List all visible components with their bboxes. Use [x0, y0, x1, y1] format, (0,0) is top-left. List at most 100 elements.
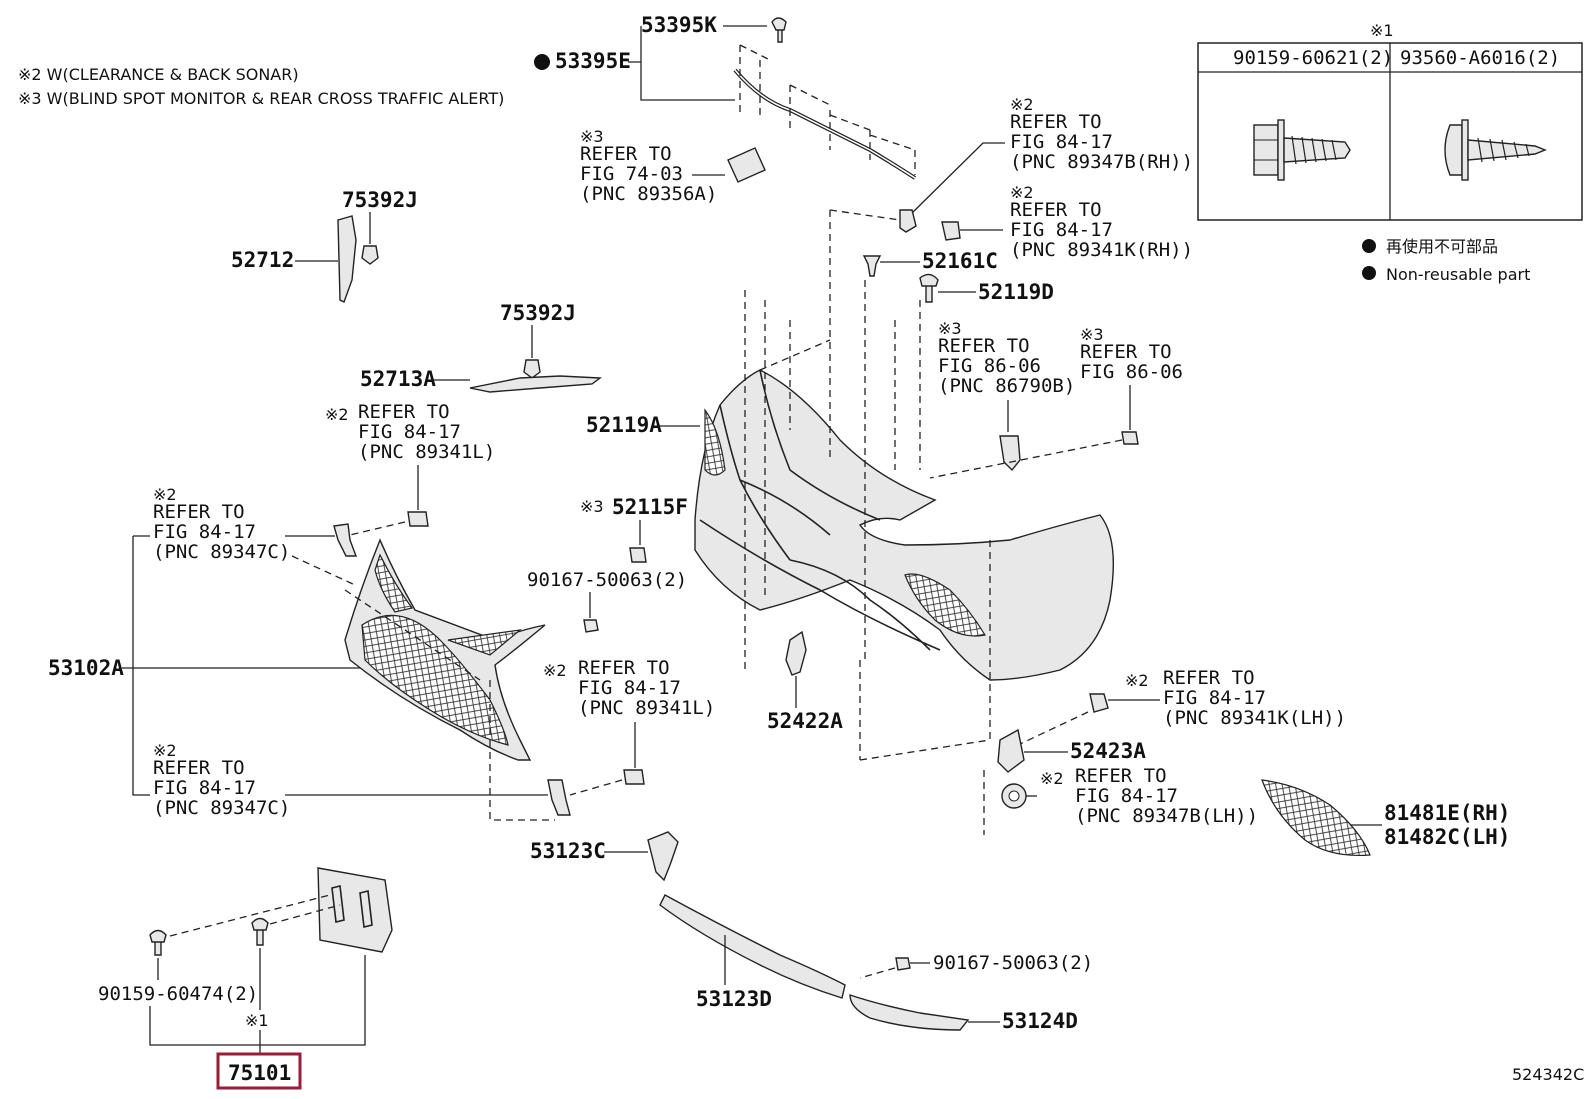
garnish-end-icon [647, 831, 679, 882]
label-75392J-upper: 75392J [342, 188, 418, 212]
clip-icon [523, 359, 541, 379]
ref-fig-74-03: ※3 REFER TO FIG 74-03 (PNC 89356A) [580, 127, 766, 205]
ref-mark: ※2 [1040, 769, 1064, 788]
ref-mark: ※3 [938, 319, 962, 338]
ref-89341K-LH: ※2 REFER TO FIG 84-17 (PNC 89341K(LH)) [1017, 667, 1346, 746]
sensor-icon [1089, 693, 1109, 713]
legend-jp: 再使用不可部品 [1386, 237, 1498, 256]
label-81481E: 81481E(RH) [1384, 801, 1510, 825]
table-col2-header: 93560-A6016(2) [1400, 47, 1560, 69]
ref-89341L-upper: ※2 REFER TO FIG 84-17 (PNC 89341L) [325, 401, 495, 536]
part-52115F: ※3 52115F [580, 495, 688, 563]
label-90159: 90159-60474(2) [98, 983, 258, 1005]
part-52161C-52119D: 52161C 52119D [862, 249, 1054, 304]
ref-89347B-LH: ※2 REFER TO FIG 84-17 (PNC 89347B(LH)) [983, 765, 1258, 835]
part-90167-upper: 90167-50063(2) [527, 569, 687, 633]
label-53123D: 53123D [696, 987, 772, 1011]
part-52119A: 52119A [586, 209, 1114, 761]
table-mark: ※1 [1370, 21, 1394, 40]
ref-mark: ※3 [580, 127, 604, 146]
ref-mark: ※3 [1080, 325, 1104, 344]
screw-icon [919, 273, 939, 303]
table-col1-header: 90159-60621(2) [1233, 47, 1393, 69]
clip-icon [361, 245, 379, 265]
label-52119D: 52119D [978, 280, 1054, 304]
label-53124D: 53124D [1002, 1009, 1078, 1033]
ref-line: FIG 84-17 [1010, 131, 1113, 153]
part-90167-lower: 90167-50063(2) [859, 952, 1093, 979]
ref-mark: ※2 [543, 661, 567, 680]
part-52422A: 52422A [767, 630, 843, 733]
ref-line: (PNC 89347C) [153, 797, 290, 819]
ref-line: (PNC 89341K(LH)) [1163, 707, 1346, 729]
ref-line: (PNC 89341L) [358, 441, 495, 463]
ref-89341L-lower: ※2 REFER TO FIG 84-17 (PNC 89341L) [543, 657, 715, 796]
tapping-screw-icon [1444, 119, 1547, 181]
screw-icon [583, 619, 599, 633]
label-53395E: 53395E [555, 49, 631, 73]
ref-line: FIG 84-17 [1010, 219, 1113, 241]
legend: 再使用不可部品 Non-reusable part [1362, 237, 1530, 284]
screw-icon [895, 957, 911, 971]
part-53395: 53395K 53395E [534, 13, 917, 180]
part-52712: 75392J 52712 [231, 188, 418, 303]
sensor-bracket-icon [547, 779, 571, 816]
legend-en: Non-reusable part [1386, 265, 1530, 284]
ref-line: REFER TO [938, 335, 1030, 357]
ref-line: FIG 84-17 [153, 777, 256, 799]
ref-line: REFER TO [580, 143, 672, 165]
ref-mark: ※2 [1010, 183, 1034, 202]
clip-icon [862, 255, 882, 277]
label-52115F: 52115F [612, 495, 688, 519]
ref-86790B: ※3 REFER TO FIG 86-06 (PNC 86790B) [938, 319, 1075, 472]
sensor-bracket-icon [333, 523, 358, 557]
ref-line: REFER TO [1010, 111, 1102, 133]
label-75392J-lower: 75392J [500, 301, 576, 325]
label-90167-lower: 90167-50063(2) [933, 952, 1093, 974]
label-53123C: 53123C [530, 839, 606, 863]
label-90167-upper: 90167-50063(2) [527, 569, 687, 591]
bracket-icon [997, 728, 1025, 773]
ref-line: FIG 84-17 [153, 521, 256, 543]
ref-line: (PNC 89341L) [578, 697, 715, 719]
label-81482C: 81482C(LH) [1384, 825, 1510, 849]
ref-fig-86-06: ※3 REFER TO FIG 86-06 [929, 325, 1183, 479]
ref-mark: ※2 [153, 741, 177, 760]
mark-52115F: ※3 [580, 497, 604, 516]
ref-mark: ※2 [153, 485, 177, 504]
ref-line: REFER TO [1080, 341, 1172, 363]
ref-line: FIG 84-17 [578, 677, 681, 699]
ref-line: FIG 84-17 [1075, 785, 1178, 807]
bolt-icon [149, 929, 167, 956]
non-reusable-dot-icon [534, 54, 550, 70]
garnish-strip-icon [469, 375, 602, 393]
ref-line: (PNC 89341K(RH)) [1010, 239, 1193, 261]
label-75101[interactable]: 75101 [228, 1061, 291, 1085]
ref-89347C-upper: ※2 REFER TO FIG 84-17 (PNC 89347C) [153, 485, 358, 586]
highlight-box [216, 1052, 302, 1090]
ref-line: FIG 74-03 [580, 163, 683, 185]
part-53123C: 53123C [530, 831, 679, 882]
sensor-icon [623, 769, 645, 785]
fastener-table: ※1 90159-60621(2) 93560-A6016(2) [1197, 21, 1583, 221]
label-52422A: 52422A [767, 709, 843, 733]
label-53395K: 53395K [641, 13, 717, 37]
ref-line: FIG 84-17 [1163, 687, 1266, 709]
screw-icon [251, 917, 269, 946]
non-reusable-dot-icon [1362, 239, 1376, 253]
ref-line: (PNC 89347B(LH)) [1075, 805, 1258, 827]
part-53123D: 53123D [659, 894, 846, 1011]
sensor-icon [407, 511, 429, 527]
figure-id: 524342C [1512, 1065, 1584, 1084]
cover-icon [727, 147, 766, 183]
non-reusable-dot-icon [1362, 266, 1376, 280]
ref-89341K-RH: ※2 REFER TO FIG 84-17 (PNC 89341K(RH)) [941, 183, 1193, 261]
label-52161C: 52161C [922, 249, 998, 273]
ref-mark: ※2 [1010, 95, 1034, 114]
clip-icon [771, 17, 787, 43]
bracket-icon [629, 547, 647, 563]
note-sonar: ※2 W(CLEARANCE & BACK SONAR) [18, 65, 299, 84]
label-52423A: 52423A [1070, 739, 1146, 763]
ref-mark: ※2 [325, 405, 349, 424]
